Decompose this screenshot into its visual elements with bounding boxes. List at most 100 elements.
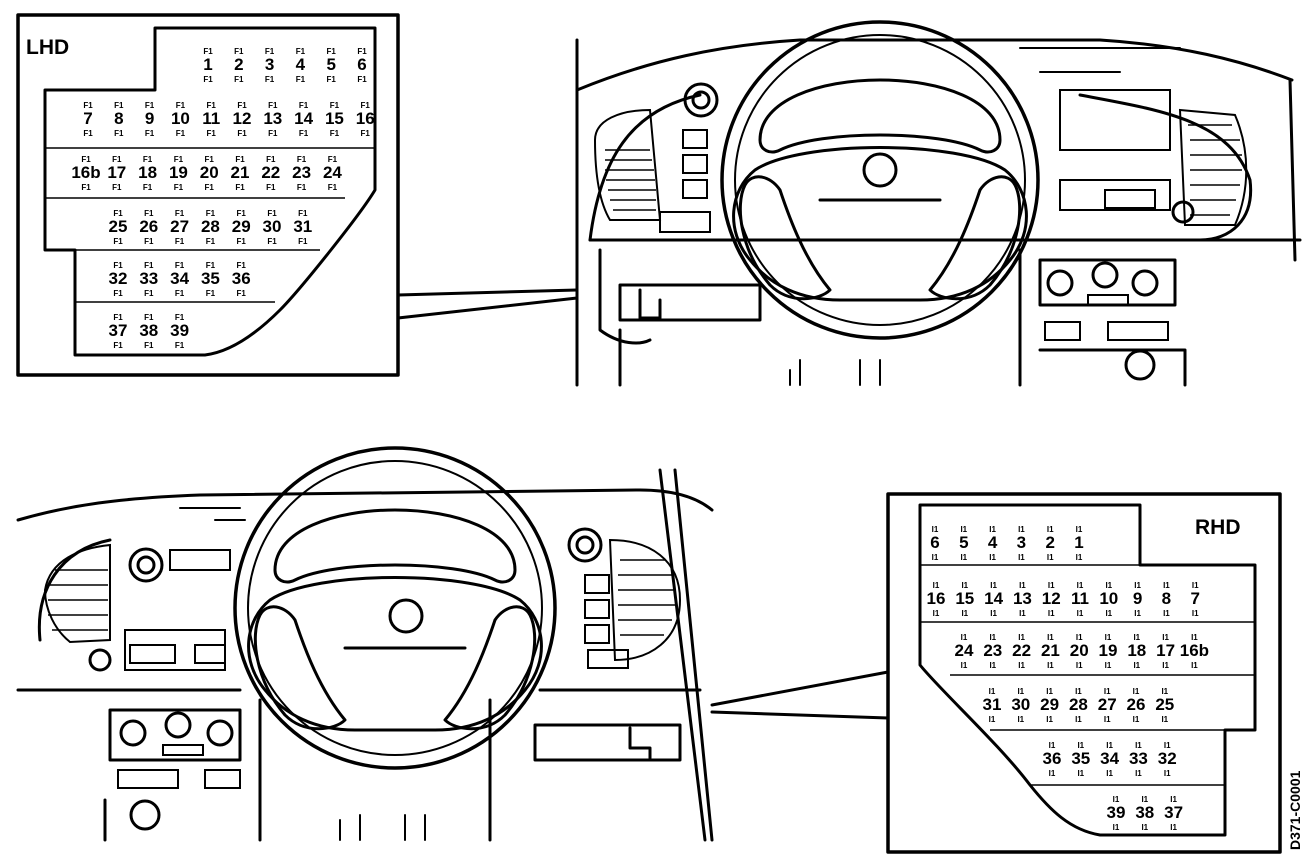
fuse-number-31: 31 xyxy=(983,695,1002,714)
fuse-number-33: 33 xyxy=(1129,749,1148,768)
fuse-tick-mark: I1 xyxy=(933,581,940,590)
fuse-tick-mark: I1 xyxy=(932,553,939,562)
fuse-tick-mark: I1 xyxy=(1170,795,1177,804)
fuse-number-19: 19 xyxy=(169,163,188,182)
fuse-number-21: 21 xyxy=(231,163,250,182)
fuse-number-23: 23 xyxy=(983,641,1002,660)
rhd-dashboard-drawing xyxy=(16,446,714,842)
fuse-number-39: 39 xyxy=(1107,803,1126,822)
fuse-number-35: 35 xyxy=(1071,749,1090,768)
fuse-tick-mark: I1 xyxy=(1133,661,1140,670)
fuse-number-36: 36 xyxy=(232,269,251,288)
fuse-number-11: 11 xyxy=(1071,589,1089,608)
fuse-number-9: 9 xyxy=(145,109,154,128)
fuse-number-32: 32 xyxy=(1158,749,1177,768)
fuse-tick-mark: I1 xyxy=(1164,769,1171,778)
fuse-tick-mark: I1 xyxy=(1076,553,1083,562)
fuse-tick-mark: F1 xyxy=(235,155,245,164)
fuse-tick-mark: I1 xyxy=(1106,769,1113,778)
fuse-tick-mark: I1 xyxy=(1161,687,1168,696)
fuse-tick-mark: F1 xyxy=(357,47,367,56)
fuse-tick-mark: I1 xyxy=(933,609,940,618)
fuse-tick-mark: I1 xyxy=(1018,553,1025,562)
fuse-tick-mark: F1 xyxy=(145,101,155,110)
fuse-tick-mark: I1 xyxy=(1047,633,1054,642)
fuse-number-12: 12 xyxy=(233,109,252,128)
fuse-number-2: 2 xyxy=(1045,533,1054,552)
fuse-tick-mark: F1 xyxy=(174,183,184,192)
fuse-tick-mark: F1 xyxy=(361,129,371,138)
fuse-tick-mark: I1 xyxy=(1135,741,1142,750)
fuse-number-5: 5 xyxy=(959,533,968,552)
fuse-tick-mark: F1 xyxy=(327,47,337,56)
fuse-tick-mark: I1 xyxy=(1162,633,1169,642)
fuse-tick-mark: I1 xyxy=(1076,633,1083,642)
fuse-tick-mark: F1 xyxy=(114,129,124,138)
fuse-tick-mark: I1 xyxy=(932,525,939,534)
fuse-number-7: 7 xyxy=(1190,589,1199,608)
fuse-tick-mark: F1 xyxy=(298,237,308,246)
fuse-tick-mark: I1 xyxy=(989,661,996,670)
fuse-number-29: 29 xyxy=(232,217,251,236)
fuse-number-6: 6 xyxy=(930,533,939,552)
fuse-tick-mark: F1 xyxy=(175,209,185,218)
fuse-tick-mark: I1 xyxy=(1046,687,1053,696)
fuse-tick-mark: F1 xyxy=(237,289,247,298)
fuse-number-39: 39 xyxy=(170,321,189,340)
fuse-tick-mark: I1 xyxy=(960,553,967,562)
fuse-tick-mark: F1 xyxy=(176,129,186,138)
fuse-tick-mark: I1 xyxy=(1077,741,1084,750)
fuse-tick-mark: I1 xyxy=(1049,769,1056,778)
fuse-tick-mark: F1 xyxy=(267,237,277,246)
fuse-tick-mark: F1 xyxy=(143,183,153,192)
fuse-number-30: 30 xyxy=(263,217,282,236)
rhd-fuse-grid: 6I1I15I1I14I1I13I1I12I1I11I1I116I1I115I1… xyxy=(927,525,1210,832)
fuse-tick-mark: I1 xyxy=(1141,795,1148,804)
fuse-number-20: 20 xyxy=(200,163,219,182)
fuse-tick-mark: F1 xyxy=(175,313,185,322)
lhd-leader-line xyxy=(396,288,579,320)
fuse-tick-mark: I1 xyxy=(1191,633,1198,642)
fuse-tick-mark: F1 xyxy=(297,155,307,164)
fuse-tick-mark: F1 xyxy=(113,237,123,246)
fuse-tick-mark: I1 xyxy=(1164,741,1171,750)
fuse-number-14: 14 xyxy=(294,109,313,128)
fuse-number-21: 21 xyxy=(1041,641,1060,660)
fuse-number-22: 22 xyxy=(1012,641,1031,660)
fuse-tick-mark: F1 xyxy=(234,47,244,56)
fuse-tick-mark: F1 xyxy=(113,261,123,270)
fuse-tick-mark: F1 xyxy=(299,129,309,138)
fuse-number-28: 28 xyxy=(1069,695,1088,714)
fuse-tick-mark: I1 xyxy=(1018,661,1025,670)
fuse-tick-mark: F1 xyxy=(144,261,154,270)
fuse-tick-mark: I1 xyxy=(989,633,996,642)
fuse-tick-mark: I1 xyxy=(1047,661,1054,670)
fuse-tick-mark: F1 xyxy=(237,209,247,218)
fuse-tick-mark: I1 xyxy=(1105,661,1112,670)
fuse-tick-mark: F1 xyxy=(145,129,155,138)
fuse-number-24: 24 xyxy=(955,641,974,660)
fuse-tick-mark: I1 xyxy=(1076,525,1083,534)
fuse-tick-mark: F1 xyxy=(83,129,93,138)
fuse-tick-mark: F1 xyxy=(175,289,185,298)
fuse-number-10: 10 xyxy=(171,109,190,128)
fuse-tick-mark: F1 xyxy=(361,101,371,110)
lhd-dashboard-drawing xyxy=(575,20,1302,387)
fuse-tick-mark: I1 xyxy=(1075,715,1082,724)
fuse-tick-mark: I1 xyxy=(1133,687,1140,696)
fuse-tick-mark: I1 xyxy=(1113,795,1120,804)
lhd-fuse-panel xyxy=(16,13,400,377)
fuse-tick-mark: I1 xyxy=(1018,633,1025,642)
fuse-tick-mark: F1 xyxy=(113,209,123,218)
fuse-tick-mark: F1 xyxy=(113,313,123,322)
fuse-tick-mark: F1 xyxy=(81,183,91,192)
fuse-tick-mark: I1 xyxy=(1105,633,1112,642)
fuse-tick-mark: I1 xyxy=(1162,661,1169,670)
fuse-tick-mark: F1 xyxy=(175,261,185,270)
fuse-number-1: 1 xyxy=(1074,533,1083,552)
fuse-tick-mark: F1 xyxy=(112,155,122,164)
fuse-number-13: 13 xyxy=(263,109,282,128)
fuse-tick-mark: I1 xyxy=(1077,769,1084,778)
fuse-number-33: 33 xyxy=(139,269,158,288)
fuse-number-15: 15 xyxy=(955,589,974,608)
